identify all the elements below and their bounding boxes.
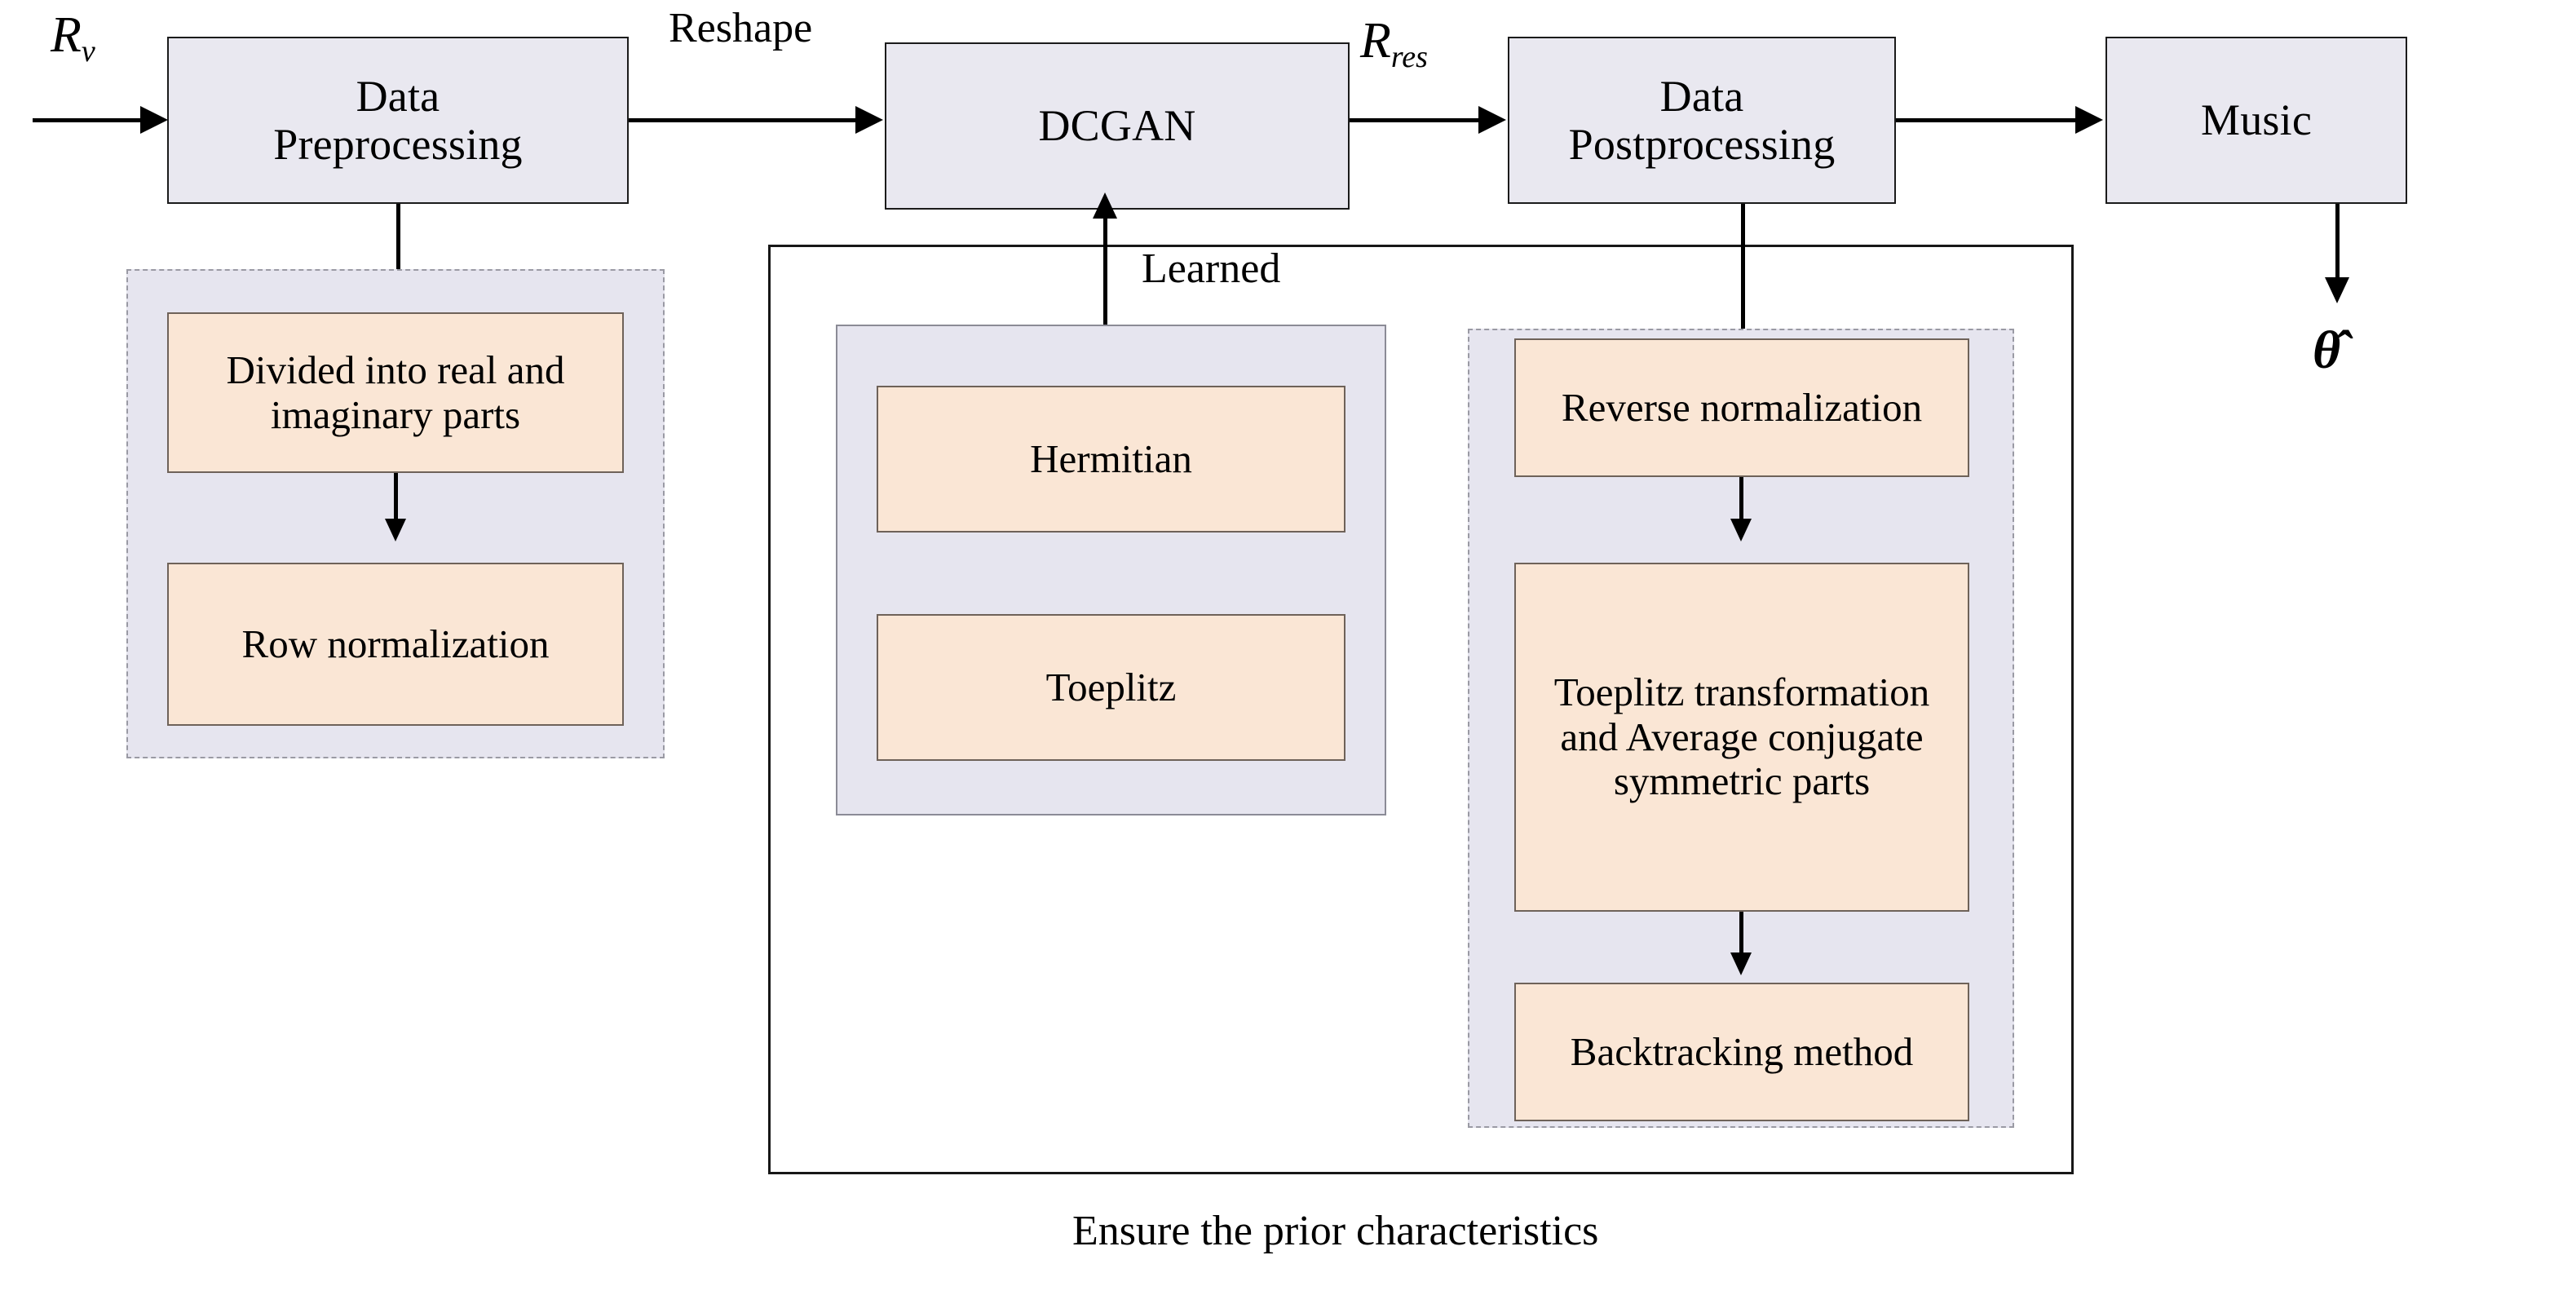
stage-music[interactable]: Music <box>2105 37 2407 204</box>
step-row-normalization[interactable]: Row normalization <box>167 563 624 726</box>
music-arrow-line <box>1896 118 2077 122</box>
stage-dcgan-label: DCGAN <box>1038 101 1196 151</box>
preprocessing-drop-line <box>396 204 400 277</box>
step-toeplitz-transformation[interactable]: Toeplitz transformation and Average conj… <box>1514 563 1969 912</box>
stage-data-preprocessing[interactable]: Data Preprocessing <box>167 37 629 204</box>
step-backtracking-method[interactable]: Backtracking method <box>1514 983 1969 1121</box>
step-row-normalization-label: Row normalization <box>241 621 550 666</box>
prior-characteristics-frame <box>768 245 2074 1174</box>
postprocessing-connector-2 <box>1739 912 1743 957</box>
step-hermitian[interactable]: Hermitian <box>877 386 1345 533</box>
music-output-arrow-head <box>2325 277 2349 303</box>
res-symbol-base: R <box>1360 13 1391 69</box>
postprocessing-drop-line <box>1741 204 1745 334</box>
input-symbol-base: R <box>51 7 82 63</box>
postprocessing-arrow-head-2 <box>1730 952 1752 975</box>
input-arrow-head <box>140 106 168 134</box>
res-arrow-head <box>1478 106 1506 134</box>
diagram-caption: Ensure the prior characteristics <box>1072 1208 1599 1254</box>
stage-preprocessing-line2: Preprocessing <box>273 119 523 169</box>
edge-label-learned: Learned <box>1142 245 1281 292</box>
stage-preprocessing-line1: Data <box>356 72 440 122</box>
stage-postprocessing-line2: Postprocessing <box>1568 119 1836 169</box>
step-backtracking-method-label: Backtracking method <box>1570 1028 1914 1074</box>
stage-postprocessing-line1: Data <box>1659 72 1744 122</box>
music-output-line <box>2335 204 2340 281</box>
step-hermitian-label: Hermitian <box>1030 435 1192 481</box>
preprocessing-step-arrow-head <box>385 519 406 541</box>
output-symbol-theta-hat: θ̂ <box>2313 320 2341 380</box>
input-symbol-subscript: v <box>81 34 95 69</box>
reshape-arrow-line <box>629 118 857 122</box>
step-reverse-normalization[interactable]: Reverse normalization <box>1514 338 1969 477</box>
edge-label-reshape: Reshape <box>669 5 813 51</box>
step-divide-real-imaginary-label: Divided into real and imaginary parts <box>226 347 565 437</box>
step-toeplitz[interactable]: Toeplitz <box>877 614 1345 761</box>
res-symbol-subscript: res <box>1390 40 1428 75</box>
input-arrow-line <box>33 118 143 122</box>
stage-music-label: Music <box>2201 95 2312 145</box>
step-toeplitz-label: Toeplitz <box>1045 664 1177 709</box>
input-symbol-rv: Rv <box>51 7 95 69</box>
postprocessing-arrow-head-1 <box>1730 519 1752 541</box>
res-symbol-rres: Rres <box>1360 12 1428 75</box>
res-arrow-line <box>1350 118 1480 122</box>
music-arrow-head <box>2075 106 2103 134</box>
learned-arrow-head <box>1093 192 1117 219</box>
reshape-arrow-head <box>855 106 883 134</box>
postprocessing-connector-1 <box>1739 477 1743 522</box>
step-divide-real-imaginary[interactable]: Divided into real and imaginary parts <box>167 312 624 473</box>
step-reverse-normalization-label: Reverse normalization <box>1561 384 1923 430</box>
stage-data-postprocessing[interactable]: Data Postprocessing <box>1508 37 1896 204</box>
step-toeplitz-transformation-label: Toeplitz transformation and Average conj… <box>1553 669 1930 804</box>
preprocessing-step-connector <box>394 473 398 522</box>
stage-dcgan[interactable]: DCGAN <box>885 42 1350 210</box>
learned-connector-line <box>1103 214 1107 326</box>
